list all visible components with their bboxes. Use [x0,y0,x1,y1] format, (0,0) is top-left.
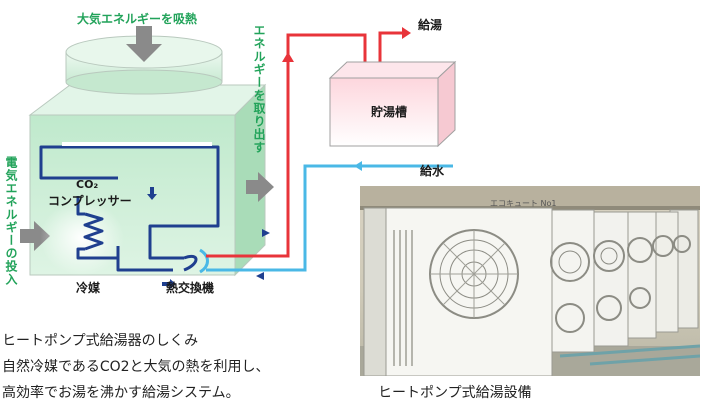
pipes [559,344,700,366]
side-grille [393,230,413,366]
label-absorb-heat: 大気エネルギーを吸熱 [77,12,198,26]
compressor-glow [40,200,124,276]
diagram-description-line1: 自然冷媒であるCO2と大気の熱を利用し、 [2,359,270,375]
unit-plate-label: エコキュート No1 [490,199,557,208]
water-in-arrow [354,161,362,171]
hot-water-pipe [206,31,403,258]
hot-water-out-arrow [402,27,411,39]
label-storage-tank: 貯湯槽 [371,105,408,119]
cold-water-pipe [206,164,453,272]
cold-pipe-left-arrow [256,272,264,280]
equipment-photo-drawing [360,186,700,376]
fan-spokes [430,230,518,318]
label-heat-exchanger: 熱交換機 [166,281,215,295]
heat-pump-units [363,207,699,376]
label-refrigerant: 冷媒 [76,281,101,295]
label-electric-energy: 電気エネルギーの投入 [4,156,18,286]
label-energy-out: エネルギーを取り出す [252,24,266,154]
diagram-description-line2: 高効率でお湯を沸かす給湯システム。 [2,385,240,401]
storage-tank [328,60,457,148]
top-highlight [62,142,212,146]
label-co2: CO₂ [76,178,99,191]
hot-pipe-right-arrow [262,229,270,237]
refrigerant-flow-arrows [147,187,176,289]
electric-input-arrow [20,221,50,251]
heat-exchanger-coil [183,248,209,274]
hot-pipe-up-arrow [282,52,294,62]
energy-out-arrow [246,172,274,202]
label-compressor: コンプレッサー [48,194,132,208]
photo-caption: ヒートポンプ式給湯設備 [378,385,532,401]
equipment-photo: エコキュート No1 [360,186,700,376]
label-hot-water-out: 給湯 [418,18,443,32]
refrigerant-loop [39,145,220,272]
heat-absorb-arrow [126,26,162,62]
diagram-title: ヒートポンプ式給湯器のしくみ [2,333,199,349]
label-water-in: 給水 [420,164,445,178]
